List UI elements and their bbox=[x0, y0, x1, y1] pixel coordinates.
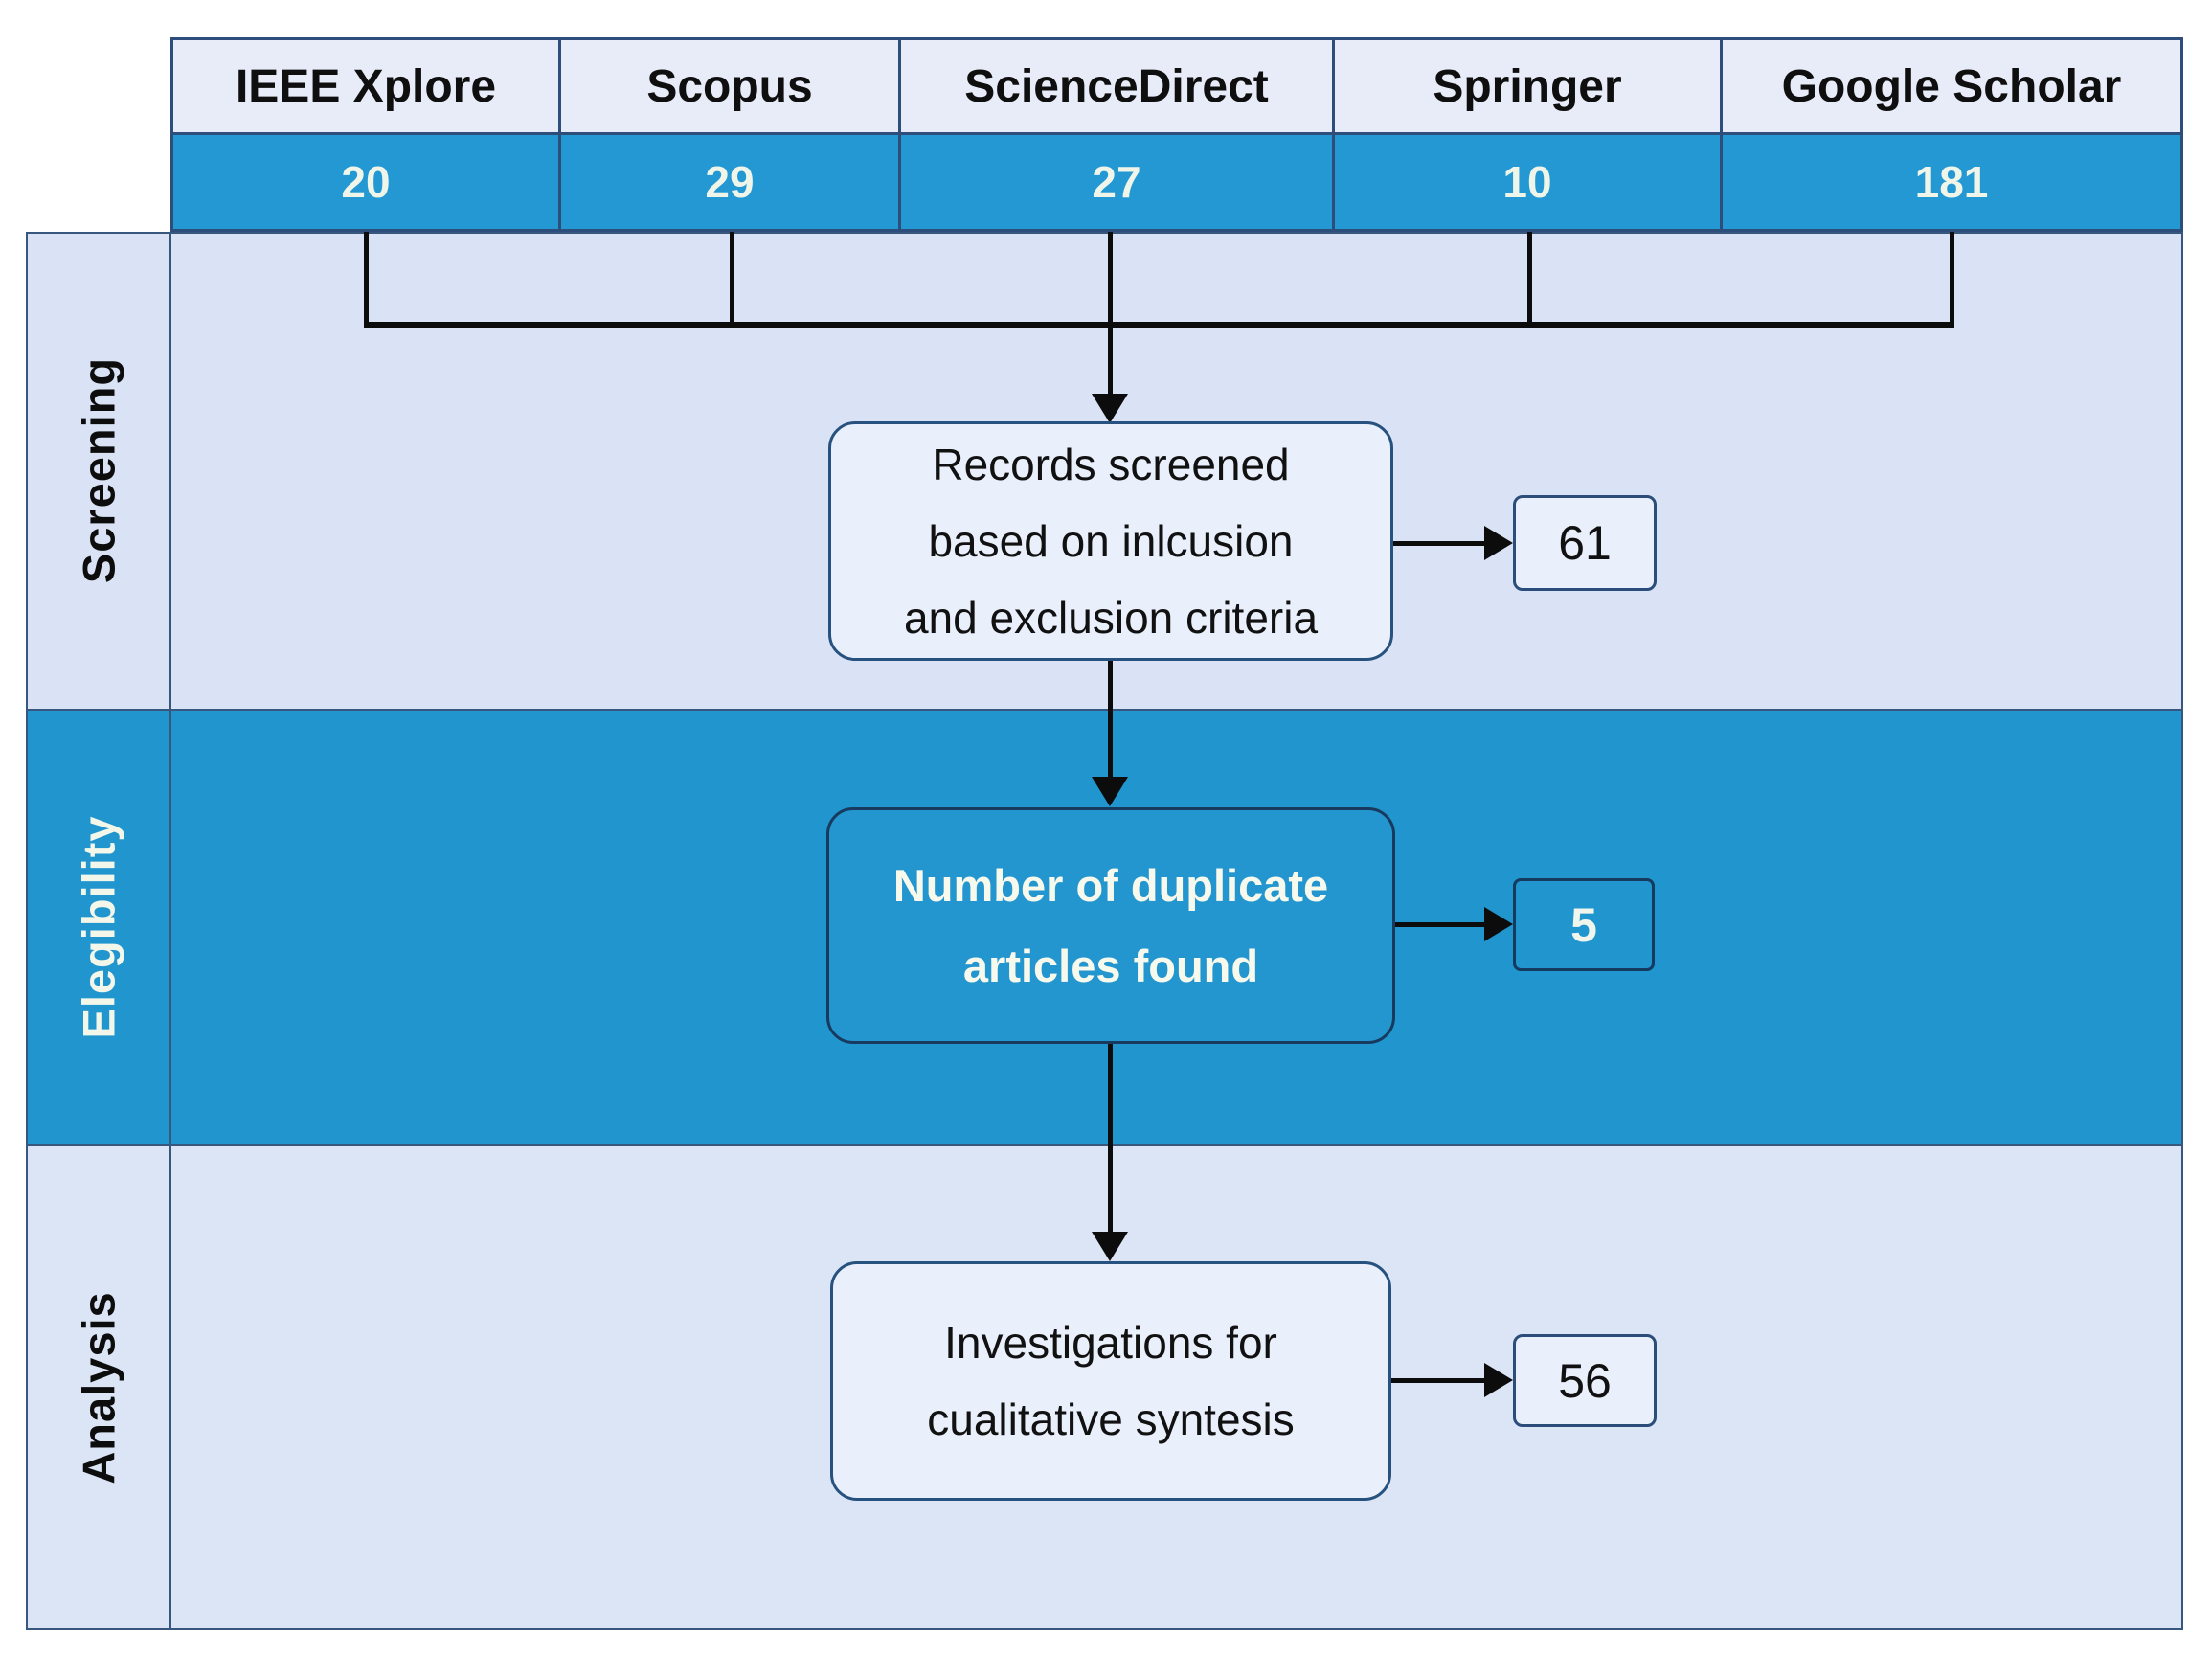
db-header-sciencedirect: ScienceDirect bbox=[901, 40, 1332, 132]
db-header-google-scholar: Google Scholar bbox=[1723, 40, 2180, 132]
connector-stub-col2 bbox=[730, 232, 734, 325]
flow-arrow-to-analysis-head bbox=[1092, 1232, 1128, 1261]
db-count-springer: 10 bbox=[1335, 135, 1720, 229]
duplicate-articles-line1: Number of duplicate bbox=[892, 859, 1329, 911]
db-count-sciencedirect: 27 bbox=[901, 135, 1332, 229]
records-screened-line3: and exclusion criteria bbox=[903, 593, 1319, 643]
duplicate-articles-line2: articles found bbox=[962, 940, 1259, 991]
flow-arrow-to-analysis-stem bbox=[1108, 1044, 1113, 1233]
db-header-scopus: Scopus bbox=[561, 40, 898, 132]
arrow-to-61-stem bbox=[1393, 541, 1484, 546]
connector-stub-col4 bbox=[1527, 232, 1532, 325]
analysis-result-box: 56 bbox=[1513, 1334, 1657, 1427]
db-header-springer: Springer bbox=[1335, 40, 1720, 132]
flow-arrow-to-screening-stem bbox=[1108, 232, 1113, 395]
qualitative-synthesis-line1: Investigations for bbox=[944, 1318, 1277, 1368]
arrow-to-56-stem bbox=[1391, 1378, 1484, 1383]
db-header-ieee-xplore: IEEE Xplore bbox=[173, 40, 558, 132]
db-count-scopus: 29 bbox=[561, 135, 898, 229]
records-screened-box: Records screened based on inlcusion and … bbox=[828, 421, 1393, 661]
arrow-to-61-head bbox=[1484, 526, 1513, 560]
duplicate-articles-box: Number of duplicate articles found bbox=[826, 807, 1395, 1044]
records-screened-line2: based on inlcusion bbox=[928, 516, 1294, 566]
connector-merge-line bbox=[364, 322, 1954, 328]
flow-arrow-to-eligibility-head bbox=[1092, 777, 1128, 806]
qualitative-synthesis-line2: cualitative syntesis bbox=[927, 1394, 1295, 1444]
database-table: IEEE Xplore Scopus ScienceDirect Springe… bbox=[170, 37, 2183, 232]
eligibility-result-box: 5 bbox=[1513, 878, 1655, 971]
stage-label-analysis: Analysis bbox=[73, 1291, 124, 1484]
arrow-to-5-head bbox=[1484, 907, 1513, 941]
stage-label-eligibility: Elegibility bbox=[73, 815, 124, 1039]
connector-stub-col5 bbox=[1950, 232, 1954, 325]
flow-arrow-to-eligibility-stem bbox=[1108, 661, 1113, 778]
sidebar-divider bbox=[169, 232, 171, 1630]
qualitative-synthesis-box: Investigations for cualitative syntesis bbox=[830, 1261, 1391, 1501]
arrow-to-5-stem bbox=[1395, 922, 1484, 927]
flow-arrow-to-screening-head bbox=[1092, 394, 1128, 423]
connector-stub-col1 bbox=[364, 232, 369, 325]
db-count-google-scholar: 181 bbox=[1723, 135, 2180, 229]
arrow-to-56-head bbox=[1484, 1363, 1513, 1397]
records-screened-line1: Records screened bbox=[932, 440, 1290, 489]
stage-label-screening: Screening bbox=[73, 356, 124, 584]
db-count-ieee-xplore: 20 bbox=[173, 135, 558, 229]
screening-result-box: 61 bbox=[1513, 495, 1657, 591]
